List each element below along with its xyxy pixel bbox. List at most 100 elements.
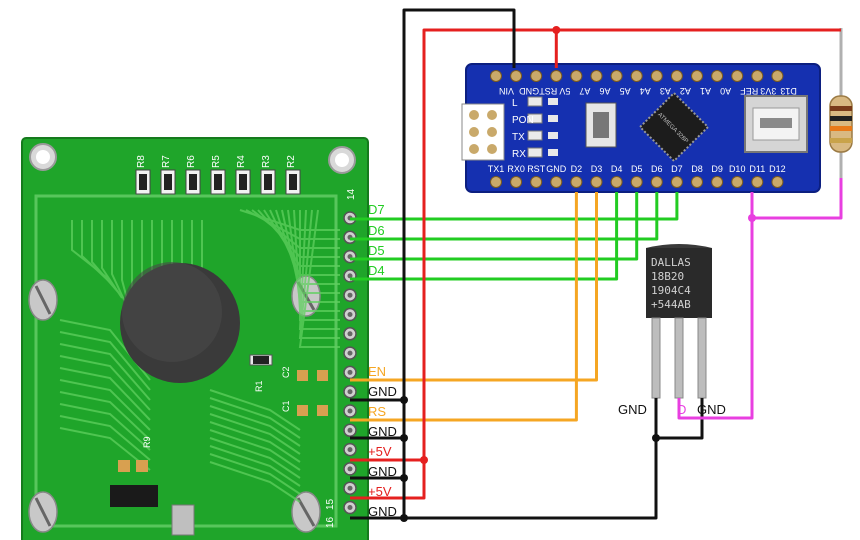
nano-top-pin-label: A6	[600, 86, 611, 96]
wire-junction	[400, 396, 408, 404]
lcd-pin-label: RS	[368, 404, 386, 419]
lcd-pin-label: D7	[368, 202, 385, 217]
nano-top-pin-label: A0	[720, 86, 731, 96]
led-label: TX	[512, 132, 525, 143]
led-label: PON	[512, 115, 534, 126]
nano-bottom-pin	[670, 176, 683, 188]
ds18b20-sensor: DALLAS 18B20 1904C4 +544AB	[646, 244, 712, 399]
nano-top-pin	[610, 70, 623, 82]
icsp-header	[461, 103, 505, 161]
nano-top-pin	[510, 70, 523, 82]
nano-top-pin-label: 5V	[559, 86, 570, 96]
pullup-resistor	[829, 28, 853, 178]
res-label-r1: R1	[254, 380, 264, 392]
wire-data	[350, 192, 659, 241]
nano-bottom-pin-label: D3	[591, 164, 603, 174]
lcd-pin-label: GND	[368, 504, 397, 519]
resistor-label: R2	[286, 155, 297, 168]
nano-bottom-pin	[510, 176, 523, 188]
nano-bottom-pin-label: D4	[611, 164, 623, 174]
nano-bottom-pin	[771, 176, 784, 188]
nano-bottom-pin	[731, 176, 744, 188]
lcd-pin-label: D4	[368, 263, 385, 278]
nano-bottom-pin-label: D11	[749, 164, 765, 174]
nano-top-pin	[630, 70, 643, 82]
led	[527, 147, 543, 158]
nano-top-pin-label: REF	[740, 86, 759, 96]
wire-gnd-sensor	[350, 398, 658, 520]
nano-top-pin	[731, 70, 744, 82]
nano-bottom-pin-label: D12	[769, 164, 786, 174]
nano-bottom-pin	[650, 176, 663, 188]
nano-bottom-pin	[691, 176, 703, 188]
nano-bottom-pin-label: RST	[527, 164, 546, 174]
wire-data	[350, 192, 639, 261]
nano-top-pin	[570, 70, 583, 82]
wire-junction	[420, 456, 428, 464]
wire-junction	[748, 214, 756, 222]
resistor-label: R8	[136, 155, 147, 168]
nano-top-pin-label: A1	[700, 86, 711, 96]
nano-bottom-pin-label: D6	[651, 164, 663, 174]
sensor-line-3: 1904C4	[651, 284, 691, 297]
lcd-pin-label: +5V	[368, 484, 392, 499]
nano-top-pin	[691, 70, 703, 82]
mounting-holes	[29, 143, 356, 174]
lcd-pin-label: GND	[368, 384, 397, 399]
nano-bottom-pin	[590, 176, 603, 188]
nano-top-pin	[550, 70, 563, 82]
nano-bottom-pin-label: D5	[631, 164, 643, 174]
nano-top-pin-label: GND	[519, 86, 540, 96]
nano-top-pin-label: A3	[660, 86, 671, 96]
sensor-pin-d: D	[677, 402, 686, 417]
atmega-chip: ATMEGA 328P	[638, 91, 710, 163]
pin-number-14: 14	[346, 188, 357, 200]
resistor-label: R6	[186, 155, 197, 168]
nano-bottom-pin	[630, 176, 643, 188]
nano-bottom-pin-label: D2	[571, 164, 583, 174]
wire-5v-2	[350, 460, 426, 500]
nano-bottom-pin-label: D10	[729, 164, 746, 174]
nano-bottom-pin	[490, 176, 502, 188]
wire-data	[350, 192, 619, 281]
wire-gnd-sensor-2	[656, 398, 704, 440]
lcd-traces	[59, 209, 340, 503]
wire-sensor-data	[677, 192, 754, 420]
wire-5v	[350, 28, 841, 462]
led	[527, 130, 543, 141]
nano-bottom-pin-label: GND	[546, 164, 567, 174]
led	[527, 113, 543, 124]
nano-top-pin-label: A2	[680, 86, 691, 96]
cap-label-c1: C1	[281, 400, 291, 412]
smd-parts	[110, 354, 328, 536]
nano-top-pin-label: D13	[780, 86, 797, 96]
resistor-label: R7	[161, 155, 172, 168]
nano-bottom-pin-label: RX0	[507, 164, 525, 174]
nano-top-pin	[490, 70, 502, 82]
nano-top-pin	[670, 70, 683, 82]
nano-bottom-pin	[610, 176, 623, 188]
nano-bottom-pin	[550, 176, 563, 188]
nano-top-pin-label: A4	[640, 86, 651, 96]
nano-bottom-pin-label: D9	[711, 164, 723, 174]
pin-number-15: 15	[325, 498, 336, 510]
pin-number-16: 16	[325, 516, 336, 528]
nano-top-pin	[650, 70, 663, 82]
lcd-pin-label: D5	[368, 243, 385, 258]
lcd-pin-label: +5V	[368, 444, 392, 459]
res-label-r9: R9	[142, 436, 152, 448]
resistor-label: R5	[211, 155, 222, 168]
nano-top-pin-label: VIN	[499, 86, 514, 96]
sensor-line-2: 18B20	[651, 270, 684, 283]
nano-pin-headers	[490, 70, 784, 188]
nano-top-pin-label: A5	[620, 86, 631, 96]
lcd-pin-label: GND	[368, 424, 397, 439]
